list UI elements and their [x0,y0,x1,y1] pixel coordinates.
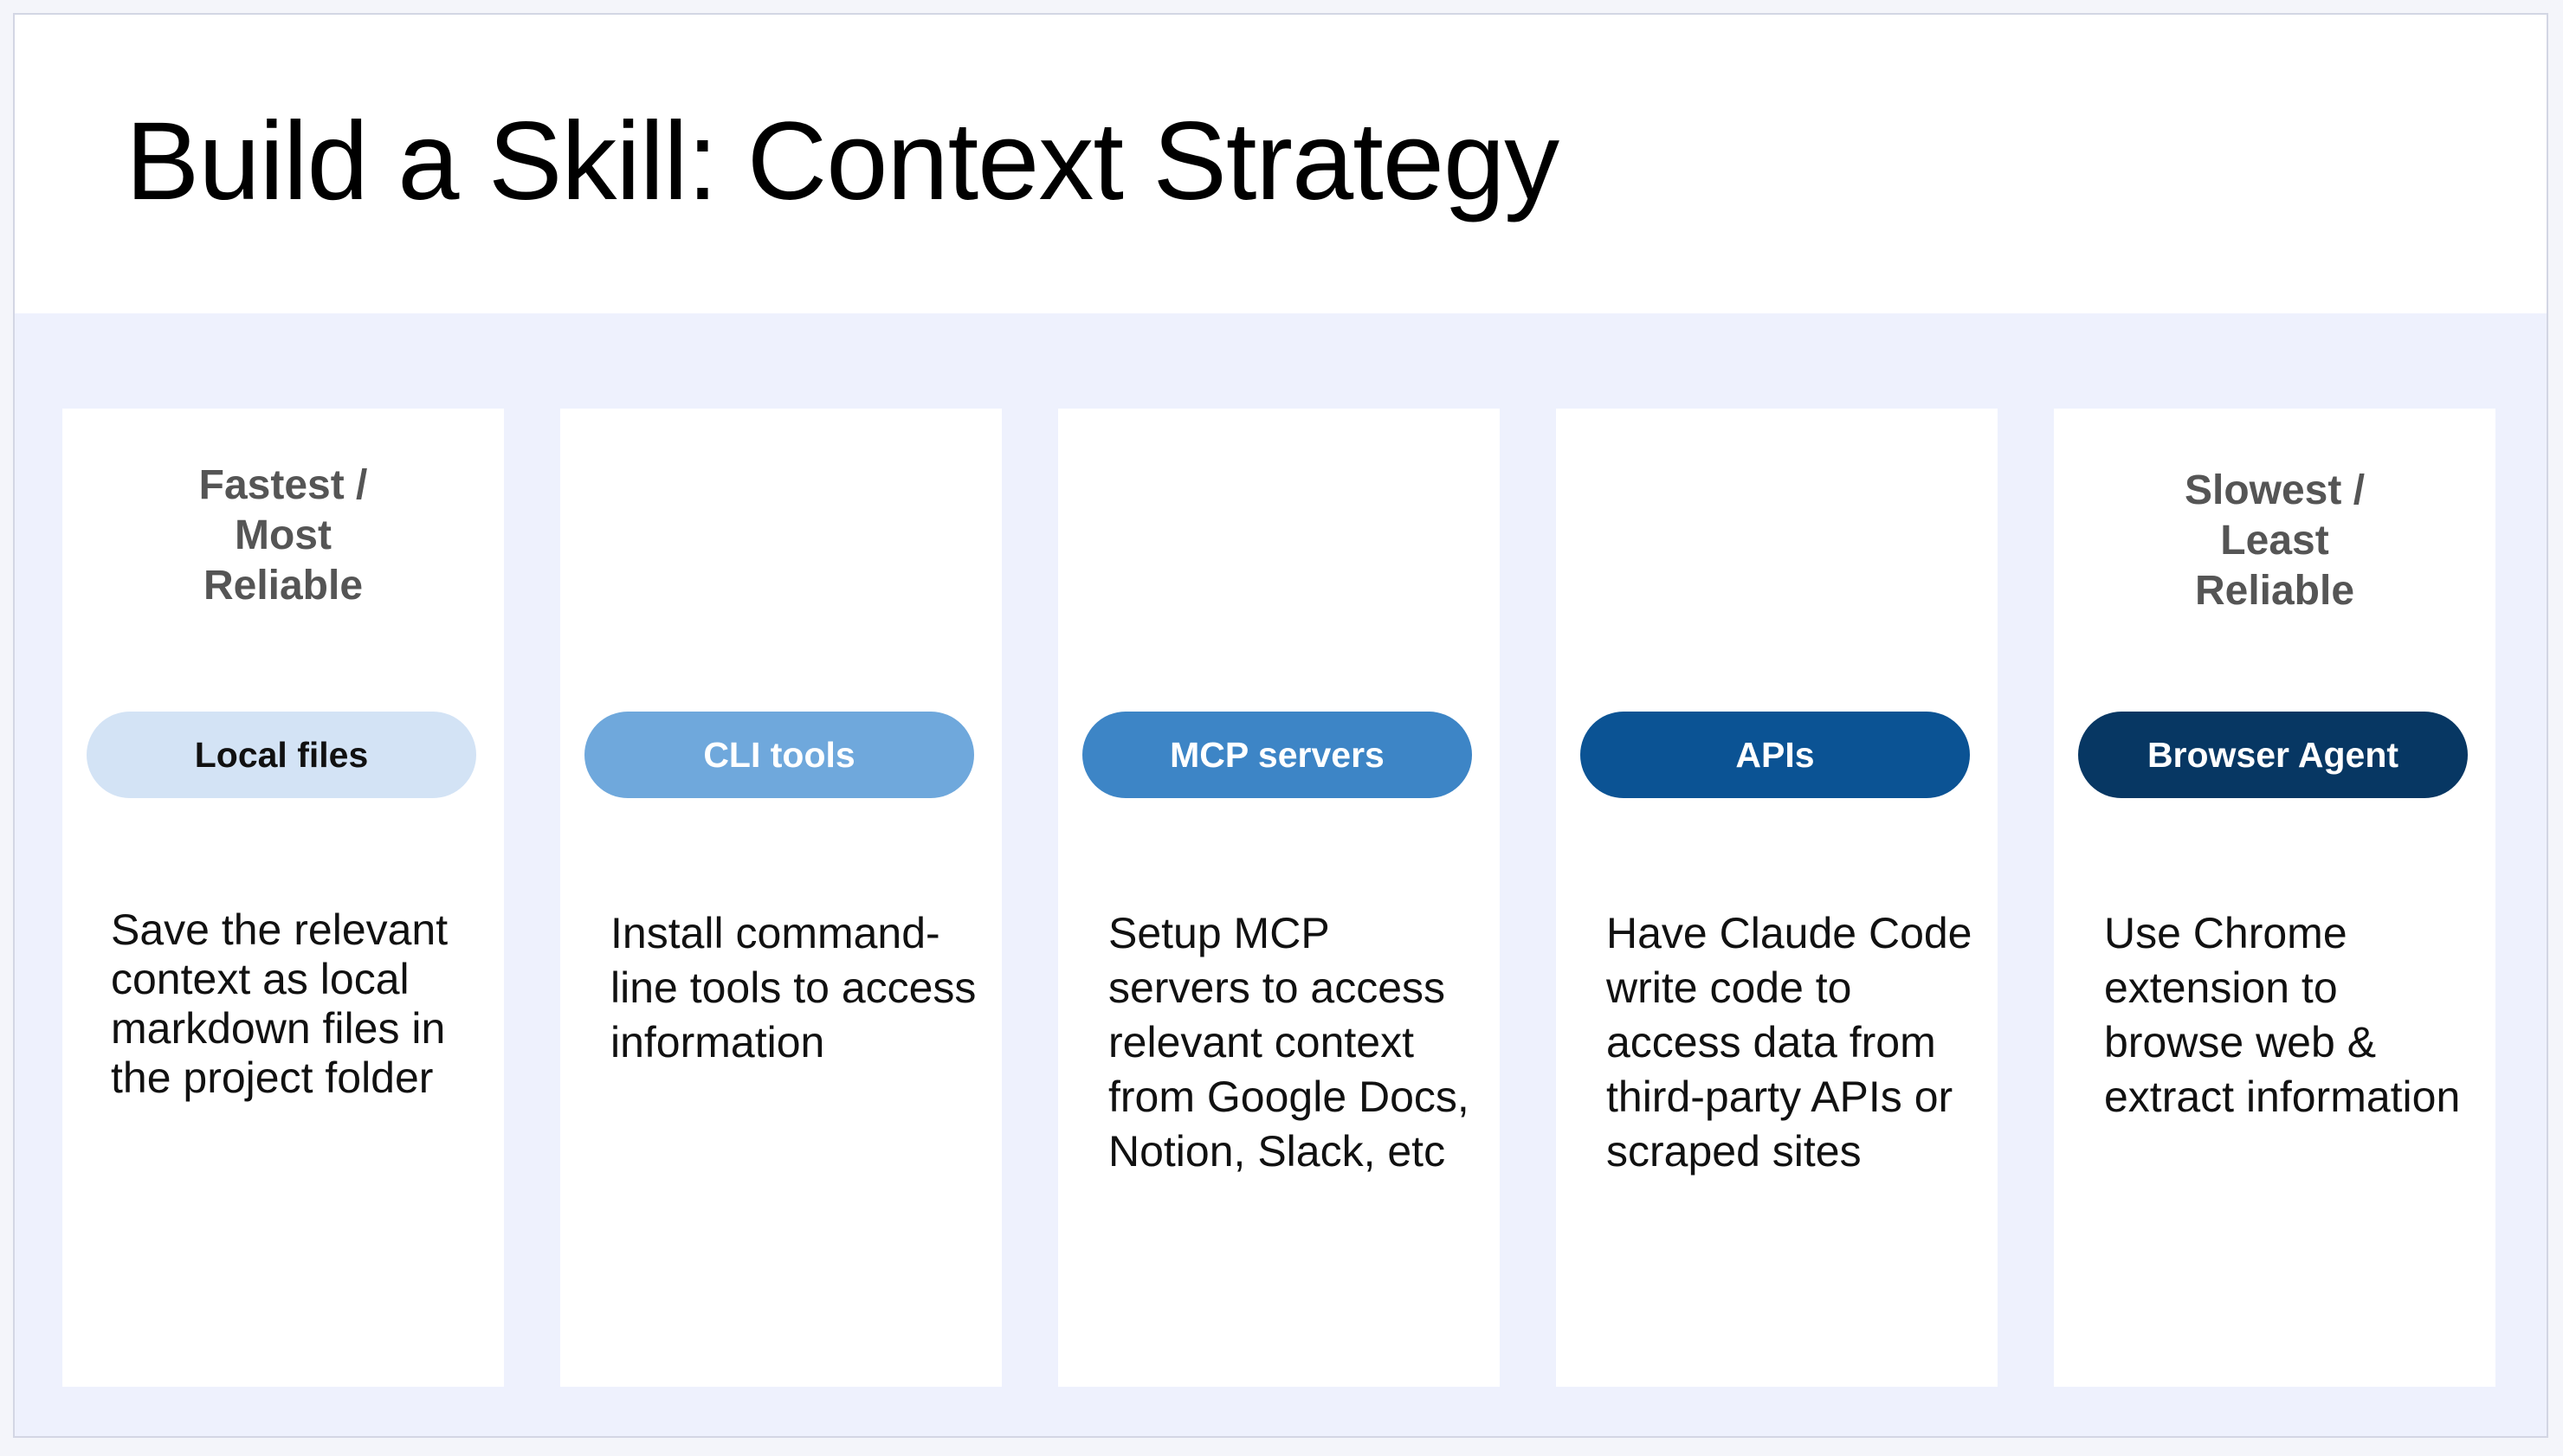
card-description: Setup MCP servers to access relevant con… [1108,909,1469,1176]
card-mcp-servers: MCP servers Setup MCP servers to access … [1058,409,1500,1387]
card-heading-fastest: Fastest / Most Reliable [198,462,368,609]
pill-apis[interactable]: APIs [1580,712,1970,798]
pill-cli-tools[interactable]: CLI tools [584,712,974,798]
card-description: Save the relevant context as local markd… [111,905,449,1102]
strategy-band: Fastest / Most Reliable Local files Save… [15,313,2547,1436]
slide: Build a Skill: Context Strategy Fastest … [13,13,2548,1438]
card-description: Use Chrome extension to browse web & ext… [2104,909,2461,1121]
pill-local-files[interactable]: Local files [87,712,476,798]
card-description: Have Claude Code write code to access da… [1606,909,1972,1176]
card-browser-agent: Slowest / Least Reliable Browser Agent U… [2054,409,2495,1387]
card-local-files: Fastest / Most Reliable Local files Save… [62,409,504,1387]
pill-mcp-servers[interactable]: MCP servers [1082,712,1472,798]
slide-title: Build a Skill: Context Strategy [126,100,1559,223]
card-description: Install command-line tools to access inf… [610,909,977,1066]
card-heading-slowest: Slowest / Least Reliable [2184,467,2366,614]
card-cli-tools: CLI tools Install command-line tools to … [560,409,1002,1387]
card-apis: APIs Have Claude Code write code to acce… [1556,409,1998,1387]
pill-browser-agent[interactable]: Browser Agent [2078,712,2468,798]
